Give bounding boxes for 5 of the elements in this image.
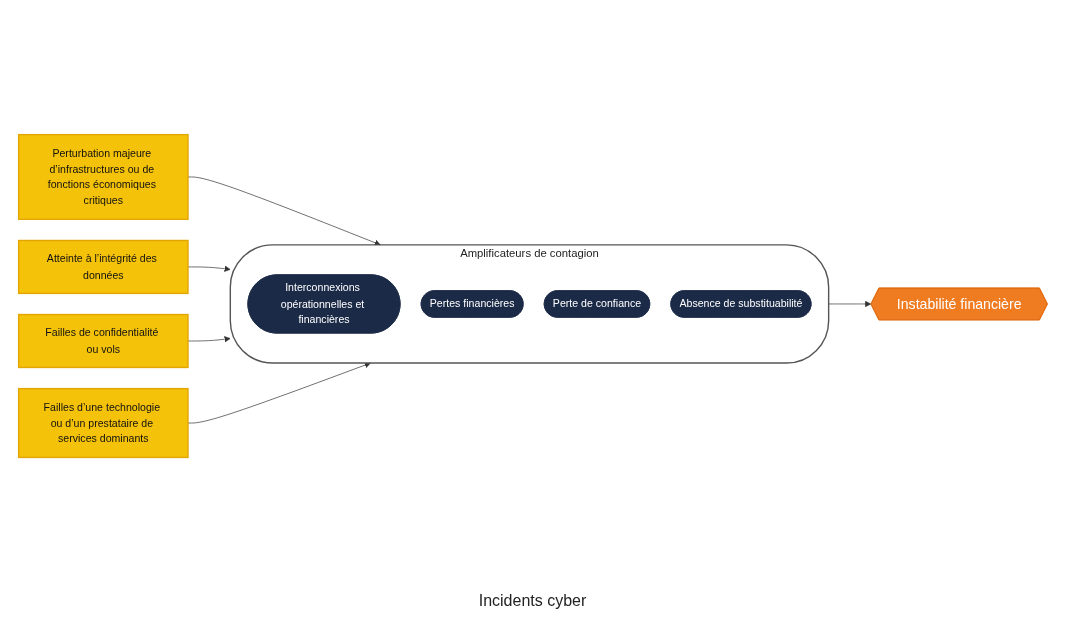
node-box: Atteinte à l’intégrité des données <box>17 239 189 295</box>
node-box: Failles de confidentialité ou vols <box>17 313 189 369</box>
node-box: Perturbation majeure d’infrastructures ou de fonctions économiques critiques <box>17 133 189 220</box>
caption-text: Incidents cyber <box>478 592 587 611</box>
node-box: Failles d’une technologie ou d’un prestataire de services dominants <box>17 387 189 459</box>
